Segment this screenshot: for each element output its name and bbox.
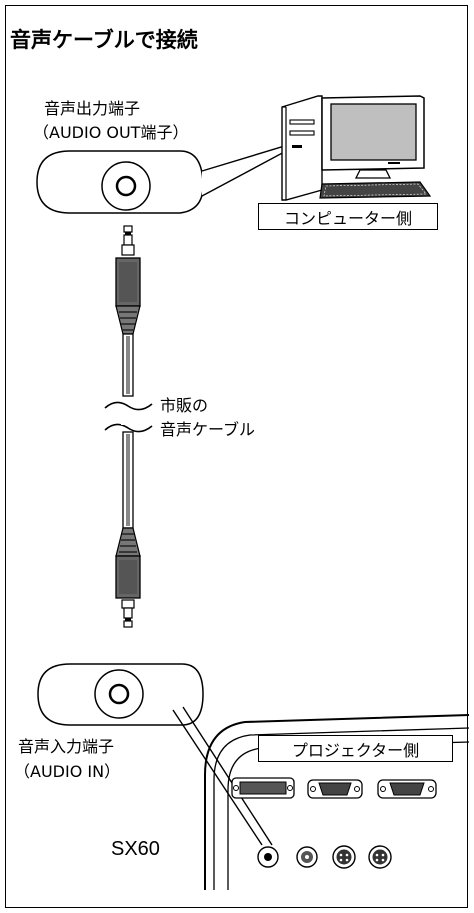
audio-in-jack-icon [37, 663, 273, 846]
projector-side-label: プロジェクター側 [258, 735, 453, 762]
cable-sublabel: 音声ケーブル [160, 420, 256, 439]
diagram-panel [5, 5, 468, 908]
audio-in-port-sublabel: （AUDIO IN） [14, 762, 121, 781]
audio-cable-icon [104, 225, 153, 628]
audio-out-port-sublabel: （AUDIO OUT端子） [33, 123, 189, 142]
audio-out-jack-icon [36, 144, 289, 214]
desktop-computer-icon [281, 95, 432, 201]
computer-side-label: コンピューター側 [258, 203, 438, 230]
cable-label: 市販の [160, 396, 209, 415]
audio-in-port-label: 音声入力端子 [18, 737, 115, 756]
diagram-title: 音声ケーブルで接続 [10, 28, 198, 52]
audio-out-port-label: 音声出力端子 [44, 99, 141, 118]
projector-panel-icon [204, 714, 470, 890]
projector-model-label: SX60 [111, 838, 160, 860]
